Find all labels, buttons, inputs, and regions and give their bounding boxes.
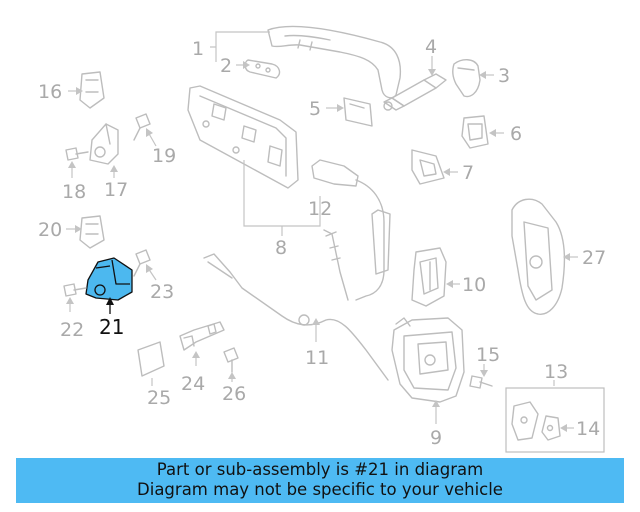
part-label-15: 15: [476, 344, 500, 366]
part-label-27: 27: [582, 247, 606, 269]
part-label-2: 2: [220, 55, 232, 77]
part-4-lock-cylinder: [383, 73, 447, 111]
part-label-9: 9: [430, 427, 442, 449]
part-9-door-latch: [391, 317, 465, 403]
part-label-11: 11: [305, 347, 329, 369]
part-label-17: 17: [104, 179, 128, 201]
part-label-3: 3: [498, 65, 510, 87]
part-label-18: 18: [62, 181, 86, 203]
part-label-7: 7: [462, 162, 474, 184]
banner-line-1: Part or sub-assembly is #21 in diagram: [156, 460, 484, 479]
part-label-21: 21: [99, 315, 124, 339]
part-label-4: 4: [425, 36, 437, 58]
part-label-22: 22: [60, 319, 84, 341]
part-label-25: 25: [147, 387, 171, 409]
parts-diagram: 1 2 3 4 5 6 7: [38, 25, 606, 453]
part-2-bracket: [244, 59, 281, 79]
part-label-16: 16: [38, 81, 62, 103]
part-label-12: 12: [308, 198, 332, 220]
part-label-19: 19: [152, 145, 176, 167]
part-5-pad: [343, 97, 373, 127]
part-27-trim-cover: [511, 198, 566, 315]
part-label-1: 1: [192, 38, 204, 60]
part-23-bolt: [133, 249, 151, 277]
part-12-cable-end: [311, 159, 391, 301]
part-18-bolt: [65, 147, 89, 161]
part-13-striker-kit: [505, 387, 605, 453]
part-24-check-strap: [179, 321, 225, 351]
part-22-bolt: [63, 283, 87, 297]
part-3-cap: [451, 59, 481, 98]
part-20-bracket: [79, 215, 105, 249]
part-26-bolt: [223, 347, 239, 373]
part-7-seal: [411, 149, 445, 185]
part-label-26: 26: [222, 383, 246, 405]
part-label-8: 8: [275, 237, 287, 259]
part-19-bolt: [133, 113, 151, 141]
part-label-6: 6: [510, 123, 522, 145]
part-6-bezel: [461, 115, 489, 149]
part-8-handle-frame: [187, 85, 299, 189]
part-17-hinge: [89, 123, 119, 165]
part-1-outer-handle: [267, 25, 402, 99]
info-banner: Part or sub-assembly is #21 in diagram D…: [16, 458, 624, 503]
banner-line-2: Diagram may not be specific to your vehi…: [137, 480, 503, 499]
part-label-23: 23: [150, 281, 174, 303]
part-15-screw: [469, 375, 493, 389]
part-label-20: 20: [38, 219, 62, 241]
part-11-rod: [203, 229, 389, 381]
part-label-10: 10: [462, 274, 486, 296]
part-10-latch-bracket: [411, 247, 447, 307]
part-label-5: 5: [309, 98, 321, 120]
part-1-leader: [210, 31, 270, 62]
part-label-14: 14: [576, 418, 600, 440]
part-21-hinge-highlighted: [85, 257, 133, 301]
part-25-pad: [137, 341, 165, 377]
part-16-bracket: [79, 71, 105, 109]
part-label-13: 13: [544, 361, 568, 383]
part-label-24: 24: [181, 373, 205, 395]
